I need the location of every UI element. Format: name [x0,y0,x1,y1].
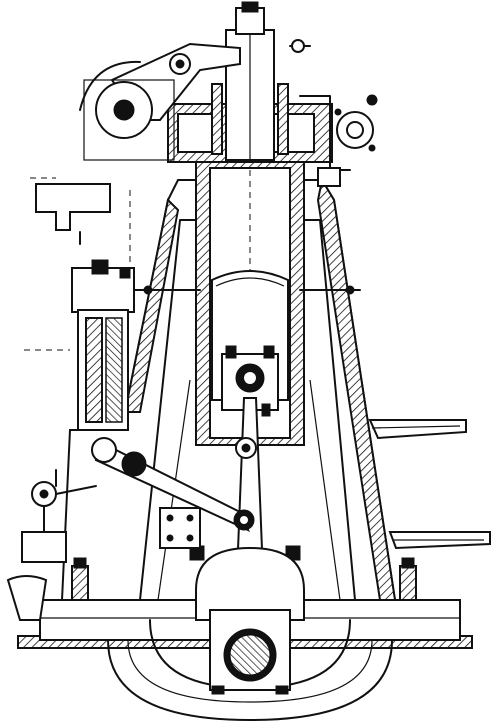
regulator [6,469,97,621]
base-bolts [71,545,417,601]
lever-linkage [91,437,255,533]
fuel-pump [24,259,361,431]
crankshaft-bearing [195,546,305,695]
cylinder [195,159,305,446]
right-bracket-upper [368,419,467,440]
fuel-fitting-left [30,177,131,290]
cylinder-head [167,1,333,163]
right-bracket-lower [388,531,491,550]
valve-gear [79,39,311,161]
inspection-plate [159,507,201,549]
exhaust-flange [299,94,378,187]
